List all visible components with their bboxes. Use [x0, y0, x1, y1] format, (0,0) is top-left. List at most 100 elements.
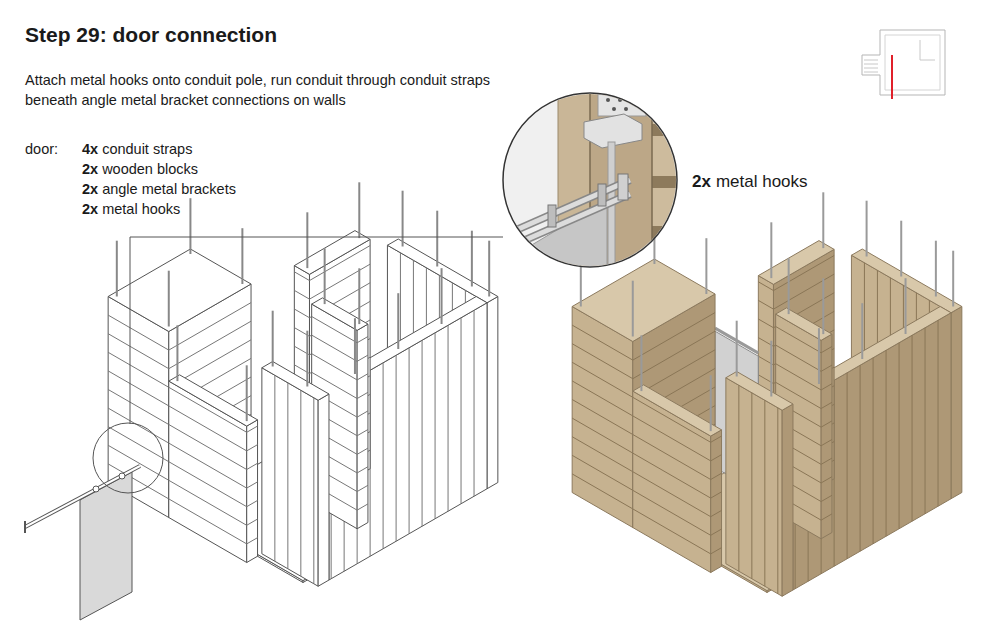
- part-quantity: 2x: [82, 161, 98, 178]
- plan-inner: [885, 35, 940, 90]
- pallet-slat: [169, 462, 247, 507]
- pallet-slat: [860, 365, 861, 551]
- pallet-slat: [357, 504, 368, 510]
- metal-hook: [119, 473, 125, 479]
- pallet-slat: [633, 397, 711, 442]
- conduit-pole: [436, 211, 438, 267]
- pallet-slat: [313, 398, 314, 584]
- board-edge: [651, 90, 653, 270]
- pallet-slat: [711, 529, 722, 535]
- callout-quantity: 2x: [692, 172, 711, 192]
- pallet-slat: [108, 408, 169, 443]
- pallet-slat: [247, 538, 258, 544]
- screw: [606, 98, 610, 102]
- part-name: metal hooks: [102, 201, 180, 218]
- pallet-slat: [821, 402, 832, 408]
- conduit-rod-core: [498, 194, 630, 252]
- pallet-slat: [633, 453, 711, 498]
- conduit-rod: [498, 194, 630, 252]
- pallet-slat: [309, 246, 370, 281]
- pallet-slat: [169, 387, 247, 432]
- part-name: conduit straps: [102, 141, 192, 158]
- pallet-slat: [758, 282, 773, 291]
- conduit-pole: [402, 191, 404, 247]
- callout-detail: [498, 90, 682, 272]
- part-name: wooden blocks: [102, 161, 198, 178]
- pallet-slat: [572, 455, 633, 490]
- pallet-slat: [764, 400, 765, 586]
- conduit-pole: [788, 258, 790, 314]
- pallet-slat: [357, 411, 368, 417]
- pallet-slat: [633, 331, 715, 379]
- pallet-slat: [821, 421, 832, 427]
- conduit-pole: [822, 192, 824, 248]
- pallet-slat: [633, 435, 711, 480]
- pallet-slat: [572, 362, 633, 397]
- pallet-slat: [821, 440, 832, 446]
- pallet-slat: [247, 426, 258, 432]
- pallet-slat: [847, 373, 848, 559]
- step-title: Step 29: door connection: [25, 22, 277, 47]
- pallet-slat: [357, 337, 368, 343]
- pallet-slat: [821, 365, 832, 371]
- pallet-face: [821, 334, 832, 539]
- conduit-pole: [189, 198, 191, 254]
- screw: [624, 107, 628, 111]
- pallet-slat: [777, 408, 778, 594]
- pallet-slat: [396, 355, 397, 541]
- metal-hook: [598, 184, 606, 206]
- conduit-pole: [935, 241, 937, 297]
- pallet-slat: [751, 393, 752, 579]
- conduit-pole: [710, 375, 712, 431]
- conduit-pole: [358, 182, 360, 238]
- pallet-slat: [108, 315, 169, 350]
- conduit-pole: [818, 328, 820, 384]
- conduit-pole: [952, 251, 954, 307]
- pallet-slat: [274, 375, 275, 561]
- conduit-pole: [640, 335, 642, 391]
- pallet-slat: [247, 482, 258, 488]
- pallet-slat: [300, 390, 301, 576]
- conduit-pole: [176, 325, 178, 381]
- pallet-face: [726, 372, 793, 411]
- pallet-face: [247, 420, 258, 563]
- wireframe-figure: [108, 182, 498, 586]
- pallet-slat: [294, 272, 309, 281]
- conduit-pole: [25, 466, 140, 527]
- pallet-face: [318, 394, 329, 586]
- pallet-face: [387, 239, 497, 303]
- pallet-slat: [758, 300, 773, 309]
- pallet-slat: [357, 448, 368, 454]
- pallet-slat: [169, 303, 251, 351]
- part-quantity: 2x: [82, 181, 98, 198]
- pallet-slat: [821, 384, 832, 390]
- pallet-face: [726, 378, 782, 597]
- pallet-face: [633, 385, 722, 436]
- slat-gap: [652, 124, 682, 136]
- pallet-slat: [108, 334, 169, 369]
- conduit-strap: [618, 174, 628, 200]
- conduit-pole: [116, 241, 118, 297]
- pallet-slat: [758, 319, 773, 328]
- pallet-slat: [572, 418, 633, 453]
- door-panel: [25, 466, 140, 620]
- pallet-slat: [711, 492, 722, 498]
- pallet-slat: [357, 355, 368, 361]
- pallet-slat: [899, 343, 900, 529]
- pallet-slat: [925, 328, 926, 514]
- conduit-pole: [866, 201, 868, 257]
- conduit-pole: [861, 303, 863, 359]
- conduit-pole: [306, 212, 308, 268]
- pallet-slat: [294, 290, 309, 299]
- pallet-slat: [357, 374, 368, 380]
- pallet-slat: [169, 321, 251, 369]
- pallet-slat: [821, 495, 832, 501]
- pallet-slat: [108, 352, 169, 387]
- pole-end: [24, 521, 26, 533]
- pallet-slat: [247, 445, 258, 451]
- metal-hook: [548, 205, 556, 227]
- conduit-pole: [770, 222, 772, 278]
- instruction-text: Attach metal hooks onto conduit pole, ru…: [25, 70, 535, 110]
- conduit-pole: [900, 221, 902, 277]
- pallet-slat: [886, 350, 887, 536]
